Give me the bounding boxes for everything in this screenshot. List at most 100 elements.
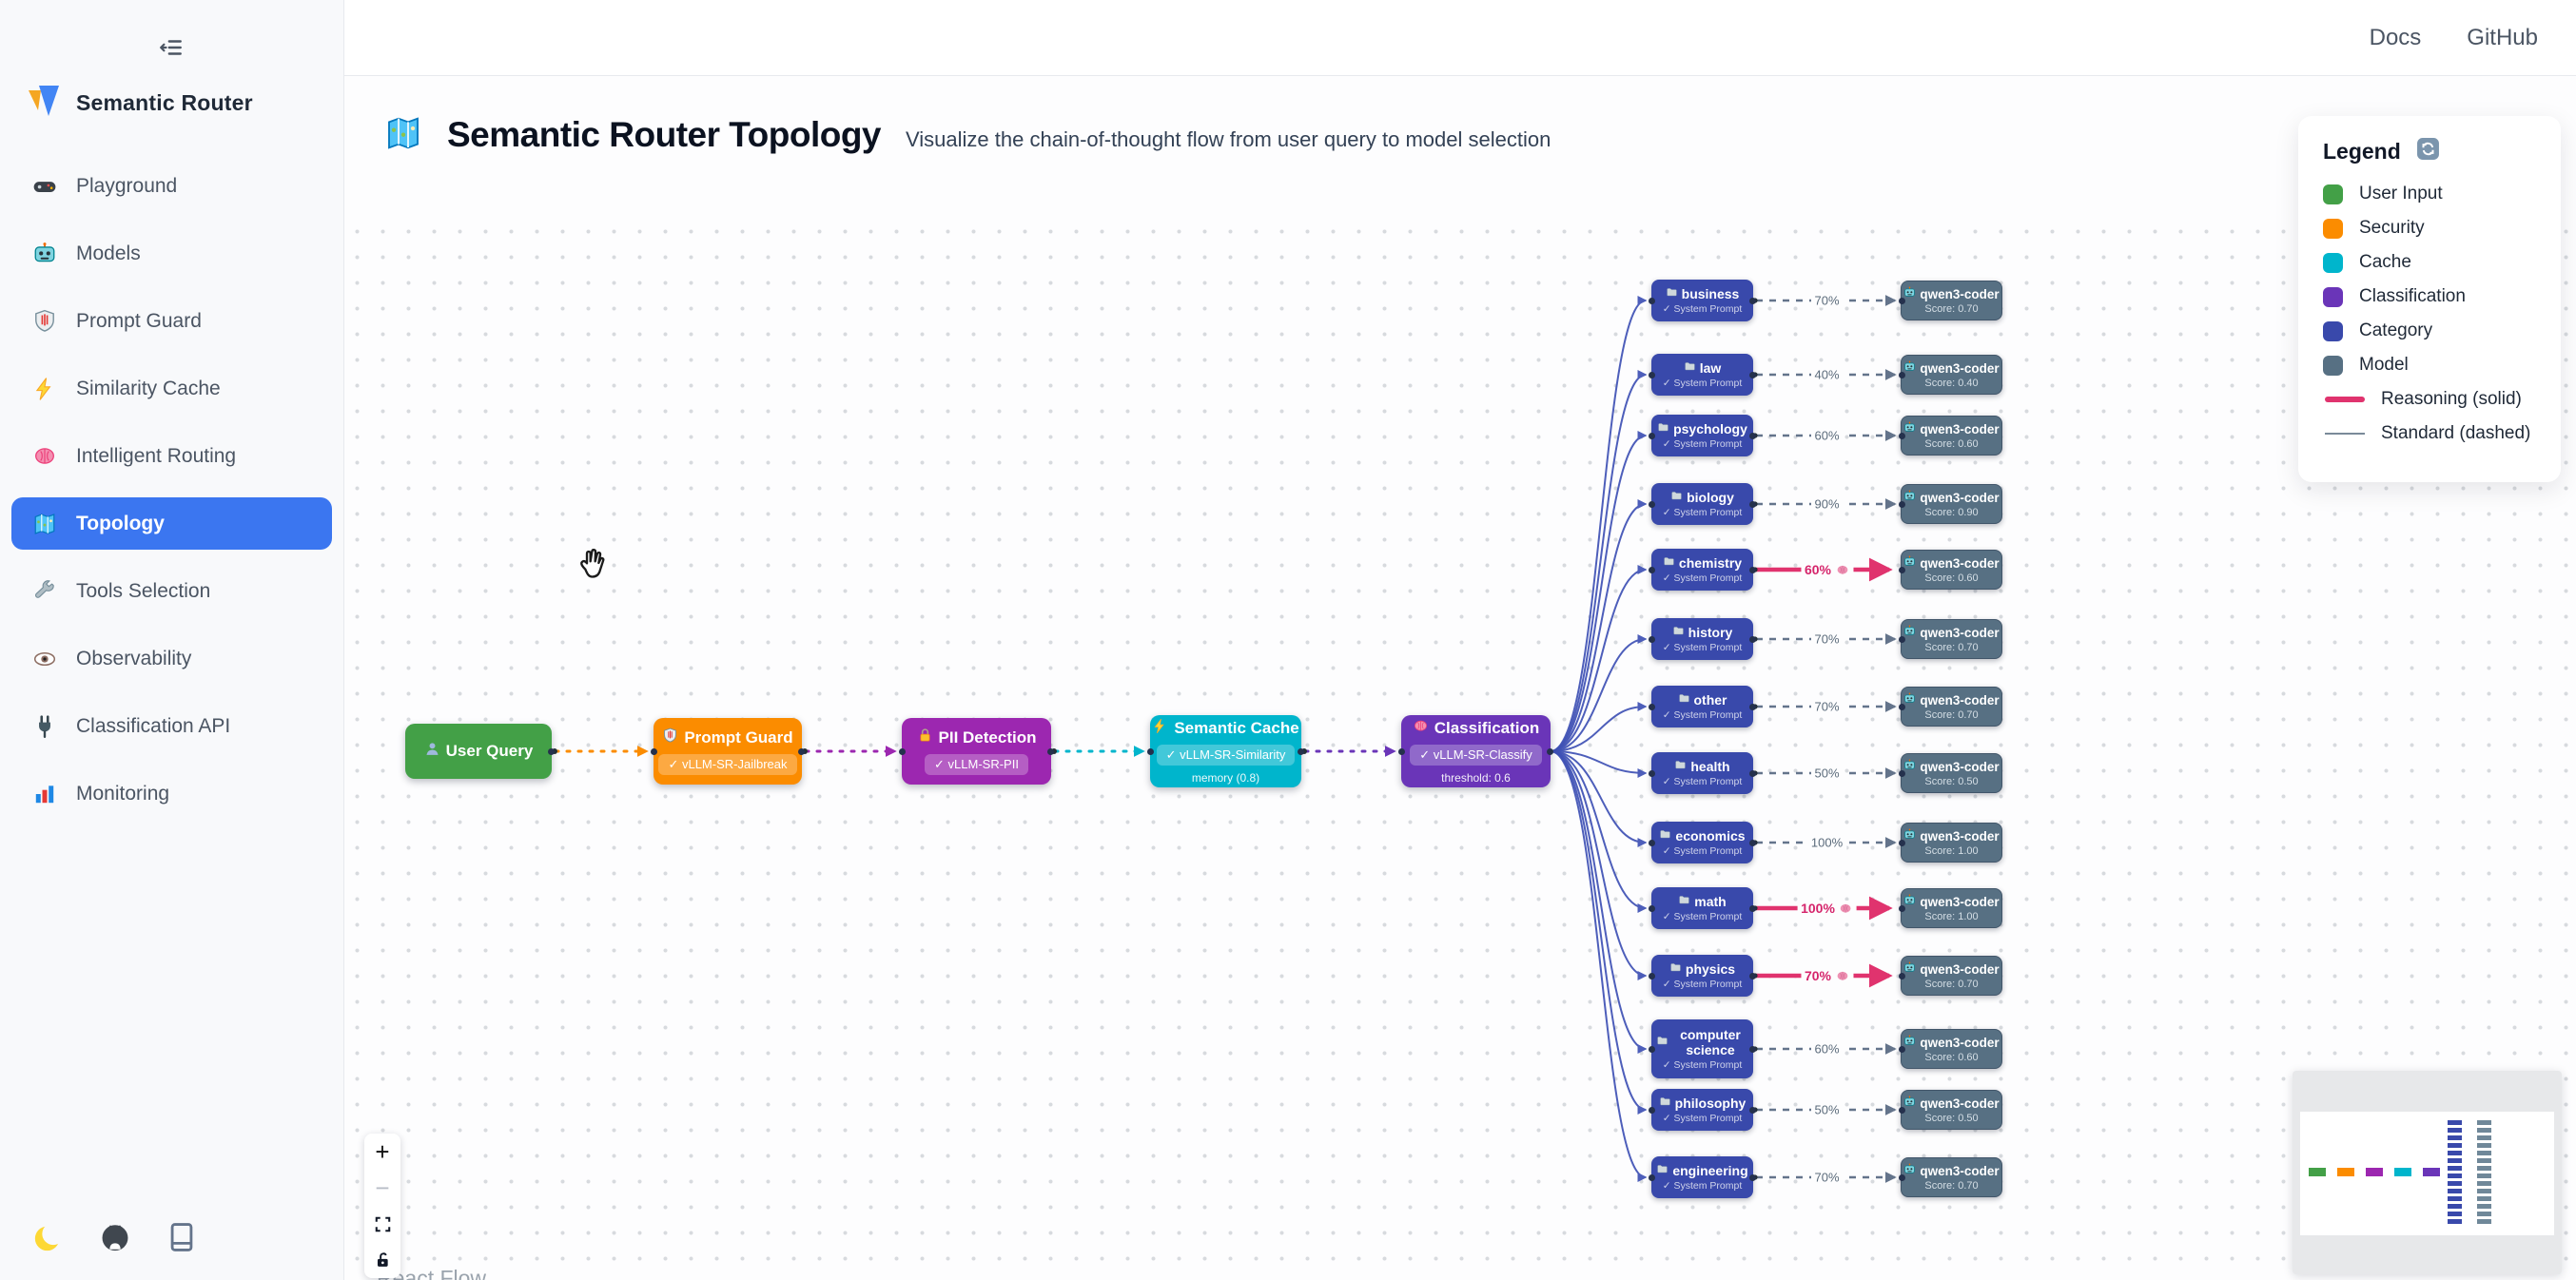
node-handle: [1899, 703, 1905, 710]
lightning-icon: [1152, 718, 1168, 739]
model-node-business[interactable]: qwen3-coder Score: 0.70: [1899, 281, 2002, 320]
model-score: Score: 0.70: [1924, 709, 1979, 721]
gamepad-icon: [30, 174, 59, 199]
folder-icon: [1672, 625, 1685, 640]
model-node-economics[interactable]: qwen3-coder Score: 1.00: [1899, 823, 2002, 863]
model-name: qwen3-coder: [1920, 1163, 2000, 1178]
flow-canvas[interactable]: User Query Prompt Guard✓ vLLM-SR-Jailbre…: [344, 76, 2576, 1280]
model-node-biology[interactable]: qwen3-coder Score: 0.90: [1899, 484, 2002, 524]
node-handle: [548, 747, 555, 755]
refresh-icon[interactable]: [2416, 137, 2440, 166]
node-handle: [1649, 972, 1655, 979]
category-node-biology[interactable]: biology ✓ System Prompt: [1649, 483, 1756, 525]
minimap-node: [2448, 1212, 2462, 1216]
model-score: Score: 0.70: [1924, 979, 1979, 990]
legend-label: Security: [2359, 218, 2425, 238]
pipeline-node-pii-detection[interactable]: PII Detection✓ vLLM-SR-PII: [899, 718, 1054, 785]
app-logo-icon: [25, 82, 63, 125]
model-name: qwen3-coder: [1920, 555, 2000, 571]
minimap-node: [2477, 1204, 2491, 1209]
sidebar-item-topology[interactable]: Topology: [11, 497, 332, 550]
github-link[interactable]: GitHub: [2467, 24, 2538, 50]
node-title: Classification: [1434, 719, 1540, 737]
category-name: biology: [1687, 489, 1734, 505]
minimap-node: [2337, 1168, 2354, 1176]
sidebar-item-playground[interactable]: Playground: [11, 160, 332, 212]
category-node-other[interactable]: other ✓ System Prompt: [1649, 686, 1756, 727]
category-subtext: ✓ System Prompt: [1662, 979, 1743, 991]
model-node-philosophy[interactable]: qwen3-coder Score: 0.50: [1899, 1090, 2002, 1130]
minimap-node: [2309, 1168, 2326, 1176]
minimap[interactable]: [2293, 1071, 2562, 1274]
model-node-engineering[interactable]: qwen3-coder Score: 0.70: [1899, 1157, 2002, 1197]
sidebar-collapse-button[interactable]: [143, 29, 200, 67]
model-node-physics[interactable]: qwen3-coder Score: 0.70: [1899, 956, 2002, 996]
model-node-math[interactable]: qwen3-coder Score: 1.00: [1899, 888, 2002, 928]
category-name: economics: [1675, 827, 1746, 844]
zoom-in-button[interactable]: +: [364, 1134, 400, 1170]
lightning-icon: [30, 377, 59, 401]
legend-label: Reasoning (solid): [2381, 389, 2522, 409]
model-node-law[interactable]: qwen3-coder Score: 0.40: [1899, 355, 2002, 395]
node-handle: [1749, 566, 1756, 573]
docs-link[interactable]: Docs: [2369, 24, 2422, 50]
model-name: qwen3-coder: [1920, 421, 2000, 436]
robot-icon: [1903, 828, 1916, 844]
moon-icon[interactable]: [32, 1221, 65, 1253]
minimap-node: [2477, 1189, 2491, 1193]
node-handle: [1899, 297, 1905, 304]
lock-button[interactable]: [364, 1242, 400, 1278]
model-score: Score: 0.90: [1924, 507, 1979, 518]
app-title: Semantic Router: [76, 90, 253, 115]
minimap-node: [2477, 1212, 2491, 1216]
model-node-history[interactable]: qwen3-coder Score: 0.70: [1899, 619, 2002, 659]
category-node-engineering[interactable]: engineering ✓ System Prompt: [1649, 1156, 1756, 1198]
model-score: Score: 1.00: [1924, 911, 1979, 922]
model-name: qwen3-coder: [1920, 692, 2000, 708]
category-node-physics[interactable]: physics ✓ System Prompt: [1649, 955, 1756, 997]
node-handle: [1749, 635, 1756, 643]
sidebar-item-models[interactable]: Models: [11, 227, 332, 280]
brain-icon: [30, 444, 59, 469]
model-node-computer-science[interactable]: qwen3-coder Score: 0.60: [1899, 1029, 2002, 1069]
category-node-law[interactable]: law ✓ System Prompt: [1649, 354, 1756, 396]
category-node-computer-science[interactable]: computer science ✓ System Prompt: [1649, 1019, 1756, 1078]
category-node-health[interactable]: health ✓ System Prompt: [1649, 752, 1756, 794]
category-node-psychology[interactable]: psychology ✓ System Prompt: [1649, 415, 1756, 456]
sidebar-item-prompt-guard[interactable]: Prompt Guard: [11, 295, 332, 347]
pipeline-node-prompt-guard[interactable]: Prompt Guard✓ vLLM-SR-Jailbreak: [651, 718, 805, 785]
robot-icon: [1903, 1163, 1916, 1178]
category-node-chemistry[interactable]: chemistry ✓ System Prompt: [1649, 549, 1756, 591]
sidebar-item-similarity-cache[interactable]: Similarity Cache: [11, 362, 332, 415]
model-node-chemistry[interactable]: qwen3-coder Score: 0.60: [1899, 550, 2002, 590]
category-node-business[interactable]: business ✓ System Prompt: [1649, 280, 1756, 321]
robot-icon: [1903, 692, 1916, 708]
model-name: qwen3-coder: [1920, 1035, 2000, 1050]
model-node-health[interactable]: qwen3-coder Score: 0.50: [1899, 753, 2002, 793]
node-handle: [1899, 1045, 1905, 1053]
fit-view-button[interactable]: [364, 1206, 400, 1242]
sidebar-item-observability[interactable]: Observability: [11, 632, 332, 685]
model-node-psychology[interactable]: qwen3-coder Score: 0.60: [1899, 416, 2002, 456]
github-icon[interactable]: [99, 1221, 131, 1253]
sidebar-item-monitoring[interactable]: Monitoring: [11, 767, 332, 820]
topbar: Docs GitHub: [344, 0, 2576, 76]
node-handle: [1398, 747, 1405, 755]
category-node-math[interactable]: math ✓ System Prompt: [1649, 887, 1756, 929]
node-handle: [1547, 747, 1553, 755]
robot-icon: [1903, 1096, 1916, 1111]
category-node-philosophy[interactable]: philosophy ✓ System Prompt: [1649, 1089, 1756, 1131]
category-subtext: ✓ System Prompt: [1662, 709, 1743, 722]
category-node-history[interactable]: history ✓ System Prompt: [1649, 618, 1756, 660]
book-icon[interactable]: [166, 1221, 198, 1253]
category-node-economics[interactable]: economics ✓ System Prompt: [1649, 822, 1756, 863]
sidebar-item-classification-api[interactable]: Classification API: [11, 700, 332, 752]
pipeline-node-user-query[interactable]: User Query: [405, 724, 555, 779]
zoom-out-button[interactable]: −: [364, 1170, 400, 1206]
sidebar-item-tools-selection[interactable]: Tools Selection: [11, 565, 332, 617]
model-node-other[interactable]: qwen3-coder Score: 0.70: [1899, 687, 2002, 727]
sidebar-item-intelligent-routing[interactable]: Intelligent Routing: [11, 430, 332, 482]
node-handle: [1899, 972, 1905, 979]
